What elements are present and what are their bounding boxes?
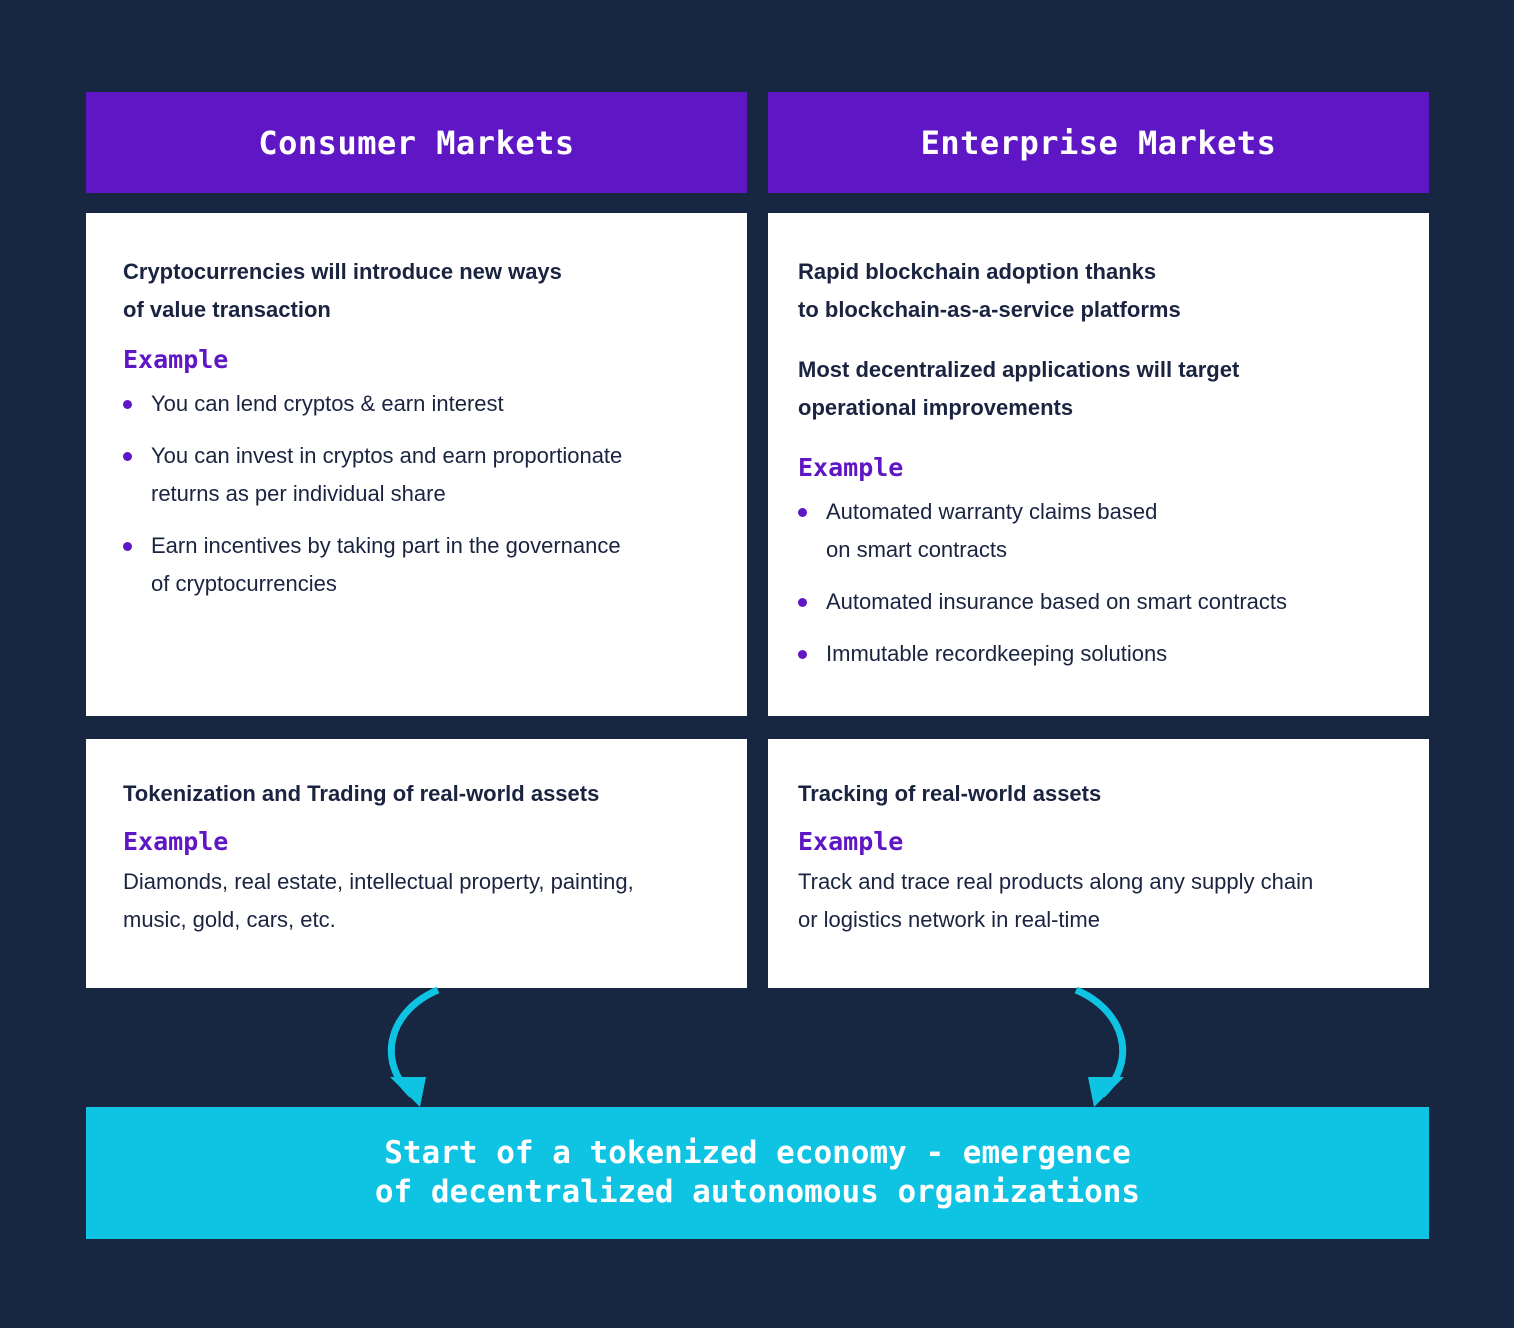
bullet-text: You can invest in cryptos and earn propo… (151, 443, 623, 468)
result-line1: Start of a tokenized economy - emergence (384, 1135, 1131, 1171)
enterprise-card1-lead2-line2: operational improvements (798, 395, 1074, 420)
consumer-card1-example-label: Example (123, 345, 229, 374)
list-item: You can lend cryptos & earn interest (123, 385, 717, 423)
result-line2: of decentralized autonomous organization… (374, 1174, 1141, 1210)
bullet-dot (123, 542, 132, 551)
consumer-card-tokenization: Tokenization and Trading of real-world a… (86, 739, 747, 988)
consumer-card2-example-label: Example (123, 827, 229, 856)
bullet-text: Immutable recordkeeping solutions (826, 641, 1168, 666)
list-item: You can invest in cryptos and earn propo… (123, 437, 717, 513)
bullet-dot (798, 508, 807, 517)
enterprise-card-blockchain-adoption: Rapid blockchain adoption thanks to bloc… (768, 213, 1429, 716)
list-item: Automated insurance based on smart contr… (798, 583, 1399, 621)
bullet-dot (798, 650, 807, 659)
bullet-dot (123, 400, 132, 409)
consumer-card2-text-line1: Diamonds, real estate, intellectual prop… (123, 869, 634, 894)
enterprise-card2-text-line1: Track and trace real products along any … (798, 869, 1314, 894)
consumer-card1-lead-line1: Cryptocurrencies will introduce new ways (123, 259, 562, 284)
consumer-card-cryptocurrencies: Cryptocurrencies will introduce new ways… (86, 213, 747, 716)
bullet-text: You can lend cryptos & earn interest (151, 391, 504, 416)
left-arrowhead-icon (390, 1077, 426, 1107)
enterprise-card1-lead2: Most decentralized applications will tar… (798, 351, 1399, 427)
enterprise-card2-text-line2: or logistics network in real-time (798, 907, 1100, 932)
enterprise-card2-example-label: Example (798, 827, 904, 856)
bullet-text: Earn incentives by taking part in the go… (151, 533, 621, 558)
enterprise-card1-lead2-line1: Most decentralized applications will tar… (798, 357, 1240, 382)
consumer-card2-text-line2: music, gold, cars, etc. (123, 907, 336, 932)
enterprise-card1-lead1-line1: Rapid blockchain adoption thanks (798, 259, 1157, 284)
consumer-card2-lead: Tokenization and Trading of real-world a… (123, 781, 600, 806)
consumer-card1-lead-line2: of value transaction (123, 297, 331, 322)
consumer-card1-lead: Cryptocurrencies will introduce new ways… (123, 253, 717, 329)
enterprise-markets-header: Enterprise Markets (768, 92, 1429, 193)
bullet-text: returns as per individual share (151, 481, 446, 506)
enterprise-card-tracking: Tracking of real-world assets Example Tr… (768, 739, 1429, 988)
bullet-dot (123, 452, 132, 461)
enterprise-card2-lead: Tracking of real-world assets (798, 781, 1102, 806)
list-item: Immutable recordkeeping solutions (798, 635, 1399, 673)
enterprise-card2-text: Track and trace real products along any … (798, 863, 1399, 939)
bullet-text: Automated insurance based on smart contr… (826, 589, 1288, 614)
enterprise-card1-example-label: Example (798, 453, 904, 482)
bullet-text: Automated warranty claims based (826, 499, 1158, 524)
tokenized-economy-result-banner: Start of a tokenized economy - emergence… (86, 1107, 1429, 1239)
list-item: Earn incentives by taking part in the go… (123, 527, 717, 603)
bullet-text: on smart contracts (826, 537, 1007, 562)
list-item: Automated warranty claims based on smart… (798, 493, 1399, 569)
consumer-card1-bullet-list: You can lend cryptos & earn interest You… (123, 385, 717, 603)
enterprise-card1-bullet-list: Automated warranty claims based on smart… (798, 493, 1399, 673)
consumer-card2-text: Diamonds, real estate, intellectual prop… (123, 863, 717, 939)
enterprise-card1-lead1-line2: to blockchain-as-a-service platforms (798, 297, 1181, 322)
enterprise-card1-lead1: Rapid blockchain adoption thanks to bloc… (798, 253, 1399, 329)
bullet-dot (798, 598, 807, 607)
right-arrowhead-icon (1088, 1077, 1124, 1107)
bullet-text: of cryptocurrencies (151, 571, 337, 596)
consumer-markets-header: Consumer Markets (86, 92, 747, 193)
